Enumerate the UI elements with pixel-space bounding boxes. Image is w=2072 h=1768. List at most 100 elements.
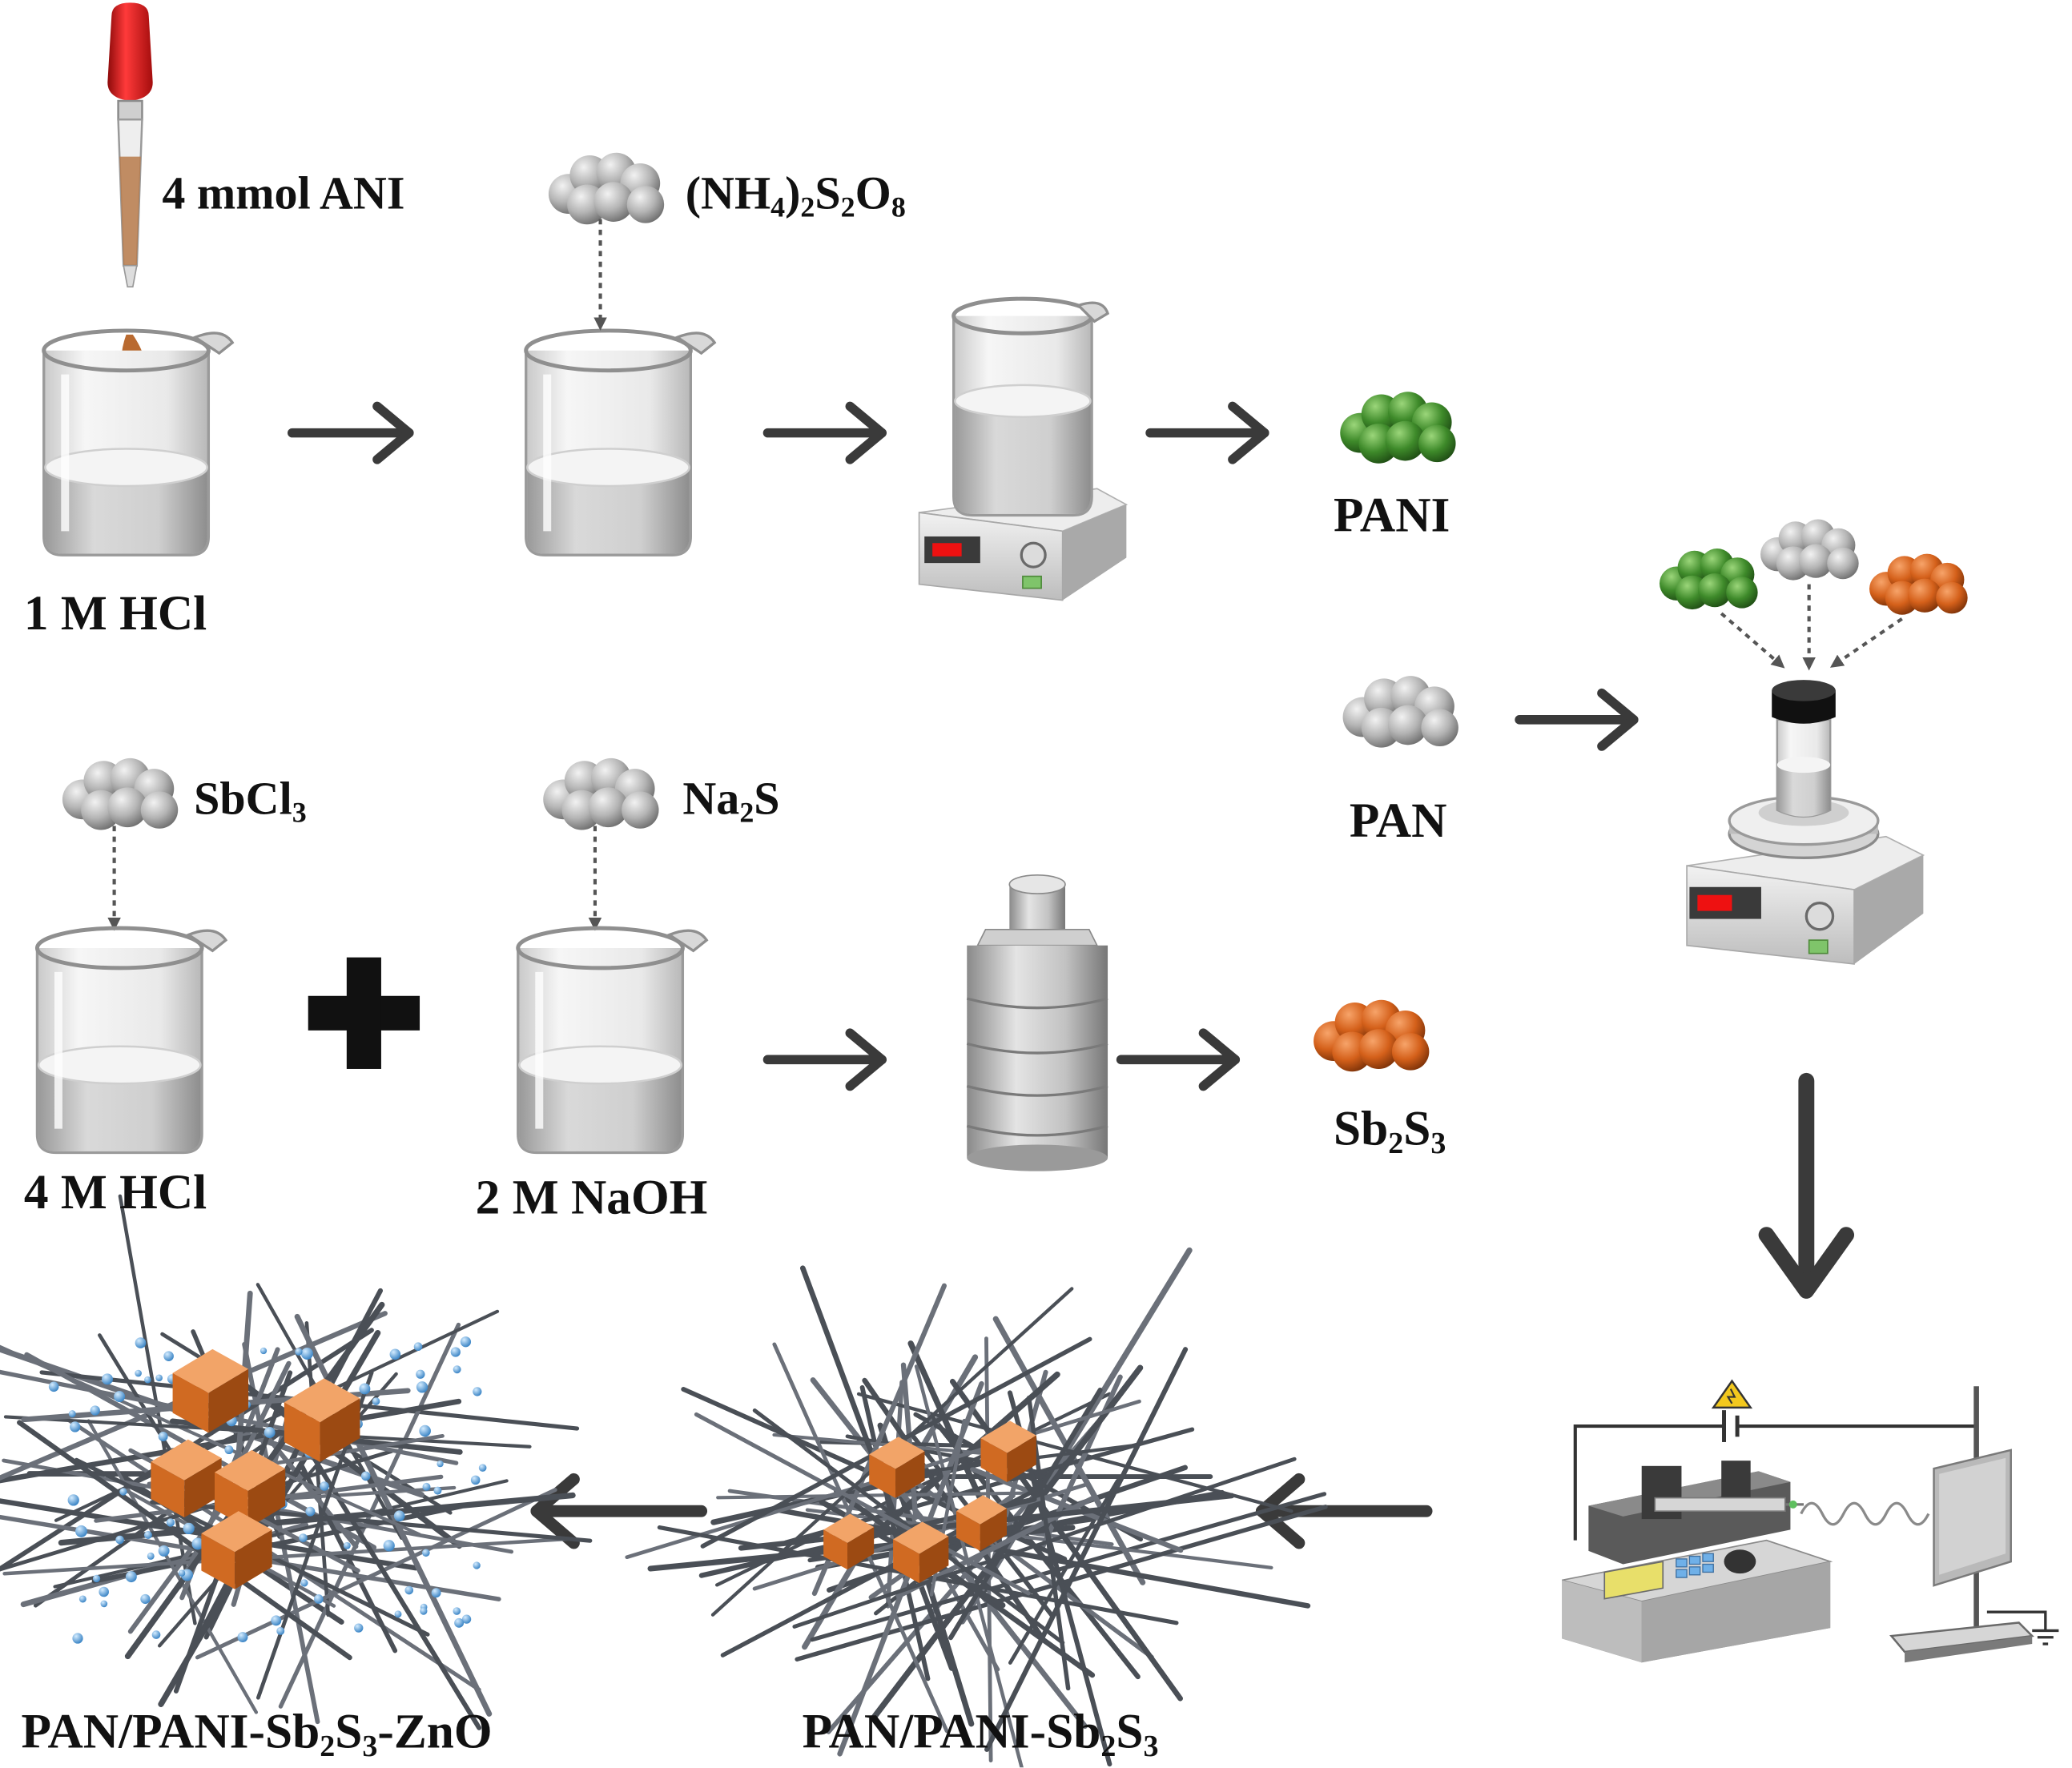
zno-particle (393, 1510, 405, 1521)
beaker-on-stirrer (952, 296, 1110, 517)
fiber (792, 1457, 1297, 1629)
electrospinning-setup-icon (1561, 1379, 2059, 1663)
zno-particle (264, 1427, 276, 1438)
fiber (64, 1416, 481, 1692)
zno-particle (404, 1585, 414, 1595)
arrow-down-icon (1758, 1072, 1855, 1299)
zno-particle (461, 1614, 472, 1624)
zno-particle (147, 1552, 155, 1560)
zno-particle (67, 1494, 79, 1506)
zno-particle (183, 1522, 195, 1535)
fiber (900, 1362, 919, 1521)
arrow-icon (1145, 401, 1269, 464)
zno-particle (158, 1432, 168, 1441)
plus-icon (308, 957, 420, 1069)
zno-particle (237, 1632, 248, 1643)
fiber (984, 1347, 1189, 1752)
dropper-icon (107, 2, 153, 288)
zno-particle (431, 1588, 441, 1598)
zno-particle (383, 1540, 395, 1552)
fiber (284, 1411, 482, 1730)
zno-particle (75, 1525, 87, 1537)
sb2s3-label: Sb2S3 (1333, 1102, 1446, 1160)
zno-particle (90, 1405, 100, 1416)
zno-particle (320, 1481, 329, 1491)
beaker-1m-hcl (44, 331, 232, 555)
zno-particle (372, 1397, 380, 1405)
zno-particle (470, 1475, 481, 1485)
autoclave-icon (966, 874, 1108, 1171)
zno-particle (394, 1610, 402, 1618)
zno-particle (99, 1586, 109, 1597)
sbcl3-label: SbCl3 (194, 773, 307, 829)
zno-particle (68, 1410, 76, 1418)
magnetic-stirrer-icon (918, 488, 1129, 601)
fiber (195, 1488, 557, 1660)
zno-particle (300, 1348, 313, 1360)
zno-particle (389, 1348, 401, 1360)
fiber (304, 1321, 331, 1617)
fiber (948, 1387, 1103, 1641)
fiber (87, 1419, 259, 1714)
fiber (0, 1344, 421, 1537)
composite-pan-pani-sb2s3-zno-label: PAN/PANI-Sb2S3-ZnO (21, 1705, 493, 1763)
zno-particle (140, 1593, 151, 1605)
fiber (805, 1508, 1273, 1569)
zno-particle (300, 1579, 308, 1587)
zno-particle (70, 1421, 81, 1432)
arrow-icon (288, 401, 414, 464)
zno-particle (416, 1381, 428, 1393)
zno-particle (158, 1545, 170, 1557)
pan-pani-sb2s3-zno-mesh-icon (0, 1194, 593, 1730)
arrow-icon (1116, 1028, 1241, 1091)
zno-particle (416, 1369, 425, 1379)
zno-particle (295, 1348, 303, 1356)
zno-particle (135, 1337, 147, 1348)
zno-particle (166, 1518, 175, 1527)
zno-particle (450, 1347, 461, 1357)
zno-particle (178, 1569, 186, 1577)
zno-particle (453, 1365, 461, 1374)
zno-particle (260, 1347, 268, 1355)
zno-particle (422, 1549, 430, 1557)
zno-particle (473, 1561, 481, 1569)
naoh-label: 2 M NaOH (475, 1171, 708, 1226)
zno-particle (102, 1373, 113, 1385)
arrow-icon (762, 401, 887, 464)
aps-label: (NH4)2S2O8 (685, 167, 906, 223)
zno-particle (276, 1626, 285, 1635)
fiber (716, 1491, 1031, 1500)
beaker-aps (526, 331, 714, 555)
pani-particles-icon (1340, 392, 1456, 464)
pani-particles-small-icon (1660, 548, 1758, 610)
arrow-left-icon (530, 1473, 708, 1549)
zno-particle (359, 1383, 371, 1395)
fiber (17, 1420, 352, 1661)
zno-particle (72, 1633, 83, 1644)
zno-particle (299, 1533, 308, 1542)
zno-particle (163, 1351, 174, 1361)
zno-particle (478, 1464, 487, 1472)
zno-particle (314, 1594, 324, 1604)
zno-particle (422, 1482, 431, 1491)
fiber (2, 1537, 569, 1576)
beaker-4m-hcl (37, 928, 225, 1152)
pan-particles-small-icon (1760, 519, 1859, 581)
fiber (255, 1423, 359, 1549)
sbcl3-particles-icon (62, 757, 179, 830)
zno-particle (119, 1488, 127, 1496)
beaker-2m-naoh (518, 928, 706, 1152)
na2s-label: Na2S (682, 773, 780, 829)
zno-particle (420, 1607, 428, 1615)
pan-label: PAN (1349, 794, 1447, 849)
zno-particle (191, 1537, 204, 1550)
zno-particle (453, 1607, 461, 1615)
pani-label: PANI (1333, 488, 1450, 544)
zno-particle (78, 1595, 87, 1603)
zno-particle (151, 1630, 161, 1639)
sb2s3-particles-small-icon (1869, 553, 1968, 615)
zno-particle (115, 1535, 124, 1545)
fiber (53, 1479, 509, 1589)
